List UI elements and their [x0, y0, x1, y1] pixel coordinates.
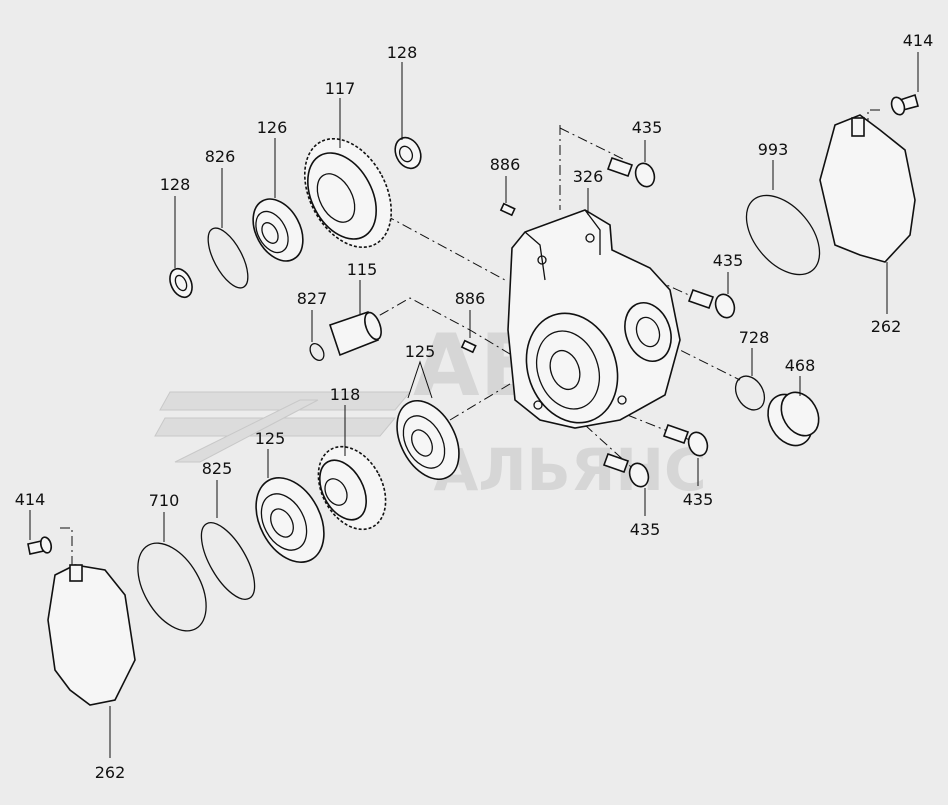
callout-886-top: 886: [490, 155, 521, 174]
sleeve-115: [328, 310, 382, 357]
callout-435-bot-right: 435: [683, 490, 714, 509]
bolt-414-left: [27, 536, 53, 555]
callout-728: 728: [739, 328, 770, 347]
callout-993: 993: [758, 140, 789, 159]
callout-710: 710: [149, 491, 180, 510]
bolt-435-bot-right: [662, 423, 709, 457]
callout-826: 826: [205, 147, 236, 166]
callout-825: 825: [202, 459, 233, 478]
pin-886-top: [499, 202, 516, 217]
washer-128-left: [169, 267, 193, 299]
bearing-126: [252, 198, 304, 262]
callout-326: 326: [573, 167, 604, 186]
o-ring-993: [745, 194, 821, 276]
o-ring-710: [137, 542, 207, 632]
callout-labels: 414 128 117 126 826 128 435 886 326 993 …: [15, 31, 934, 782]
callout-126: 126: [257, 118, 288, 137]
watermark-line2: АЛЬЯНС: [433, 436, 706, 504]
bolt-435-mid: [687, 288, 736, 319]
callout-827: 827: [297, 289, 328, 308]
callout-128-top: 128: [387, 43, 418, 62]
callout-435-mid: 435: [713, 251, 744, 270]
callout-414-top: 414: [903, 31, 934, 50]
gear-117: [303, 137, 393, 249]
callout-125-mid: 125: [255, 429, 286, 448]
callout-117: 117: [325, 79, 356, 98]
housing-326: [507, 209, 681, 429]
bearing-125-upper: [396, 400, 460, 480]
callout-125-top: 125: [405, 342, 436, 361]
washer-128-top: [394, 136, 422, 170]
snap-ring-826: [207, 227, 249, 289]
cover-262-right: [819, 114, 916, 263]
bolt-414-top: [890, 93, 919, 116]
pin-886-mid: [460, 339, 477, 354]
callout-262-right: 262: [871, 317, 902, 336]
callout-115: 115: [347, 260, 378, 279]
o-ring-827: [309, 342, 325, 362]
snap-ring-825: [200, 522, 256, 600]
callout-262-bottom: 262: [95, 763, 126, 782]
gear-118: [317, 445, 387, 531]
bolt-435-top: [606, 156, 656, 188]
bearing-125-lower: [255, 477, 325, 563]
callout-118: 118: [330, 385, 361, 404]
cover-262-left: [47, 564, 136, 706]
o-ring-728: [734, 375, 766, 411]
callout-435-top: 435: [632, 118, 663, 137]
callout-128-left: 128: [160, 175, 191, 194]
bolt-435-bot: [602, 452, 650, 488]
callout-886-mid: 886: [455, 289, 486, 308]
callout-435-bot: 435: [630, 520, 661, 539]
callout-468: 468: [785, 356, 816, 375]
plug-468: [767, 391, 820, 447]
callout-414-left: 414: [15, 490, 46, 509]
leader-lines: [29, 52, 919, 758]
